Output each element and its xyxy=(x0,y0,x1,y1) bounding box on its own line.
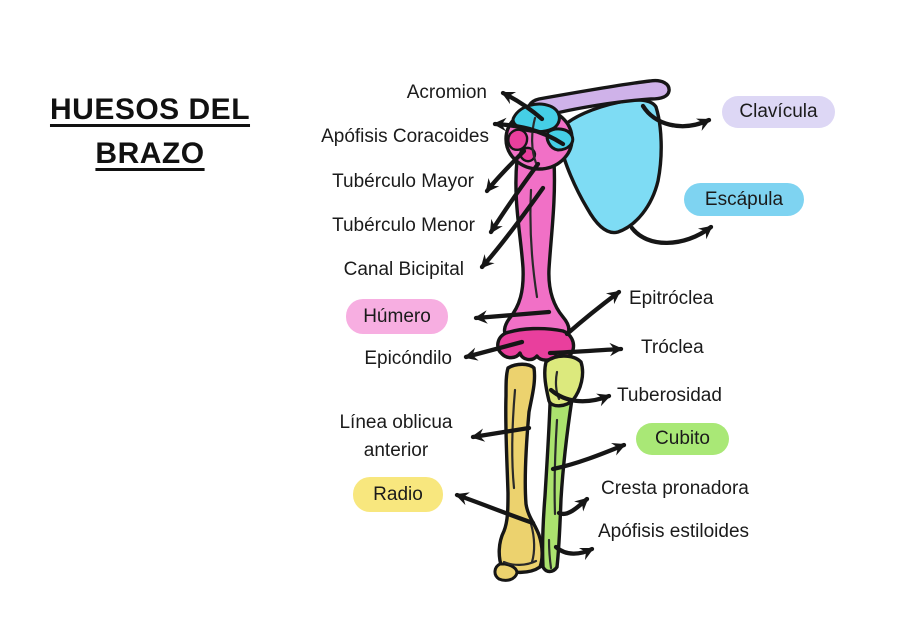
humerus-shaft-bone xyxy=(502,158,571,339)
arrow-epicondilo xyxy=(463,339,525,361)
arrow-apofisis-coracoides xyxy=(492,117,566,147)
page-title-line1: HUESOS DEL xyxy=(49,93,251,126)
coracoid-patch xyxy=(545,127,575,152)
label-acromion: Acromion xyxy=(406,82,487,103)
arrow-radio xyxy=(454,492,536,526)
pill-humero: Húmero xyxy=(346,299,448,334)
arrow-humero xyxy=(473,309,552,324)
pill-cubito: Cubito xyxy=(636,423,729,455)
page-title: HUESOS DEL BRAZO xyxy=(38,88,262,176)
bicipital-groove-line xyxy=(531,116,538,165)
arrow-apofisis-estiloides xyxy=(553,544,595,561)
label-cresta-pronadora: Cresta pronadora xyxy=(601,478,749,499)
arrow-clavicula xyxy=(640,103,712,131)
radius-styloid-bone xyxy=(493,562,519,582)
label-troclea: Tróclea xyxy=(641,337,704,358)
arrow-troclea xyxy=(547,342,624,357)
page-title-line2: BRAZO xyxy=(95,137,205,170)
arrow-linea-oblicua xyxy=(470,425,532,442)
arrow-cresta-pronadora xyxy=(556,496,590,517)
pill-escapula: Escápula xyxy=(684,183,804,216)
arrow-epitroclea xyxy=(564,289,622,337)
label-tuberculo-mayor: Tubérculo Mayor xyxy=(332,171,474,192)
scapula-bone xyxy=(558,98,663,235)
label-canal-bicipital: Canal Bicipital xyxy=(343,259,464,280)
label-tuberosidad: Tuberosidad xyxy=(617,385,722,406)
greater-tubercle-mark xyxy=(507,128,529,151)
arrow-tuberosidad xyxy=(548,387,612,407)
label-apofisis-estiloides: Apófisis estiloides xyxy=(598,521,750,542)
arrow-canal-bicipital xyxy=(479,185,546,270)
radius-bone xyxy=(497,362,544,575)
label-epitroclea: Epitróclea xyxy=(629,288,714,309)
label-linea-oblicua: Línea oblicua anterior xyxy=(339,412,453,461)
arrow-cubito xyxy=(550,442,627,472)
label-apofisis-coracoides: Apófisis Coracoides xyxy=(321,126,489,147)
arrow-tuberculo-menor xyxy=(488,161,541,235)
label-epicondilo: Epicóndilo xyxy=(364,348,452,369)
label-tuberculo-menor: Tubérculo Menor xyxy=(332,215,475,236)
arrow-tuberculo-mayor xyxy=(484,148,527,194)
arrow-acromion xyxy=(500,90,545,122)
arrow-escapula xyxy=(629,224,714,246)
annotation-arrows xyxy=(454,90,714,561)
pill-radio: Radio xyxy=(353,477,443,512)
pill-clavicula: Clavícula xyxy=(722,96,835,128)
